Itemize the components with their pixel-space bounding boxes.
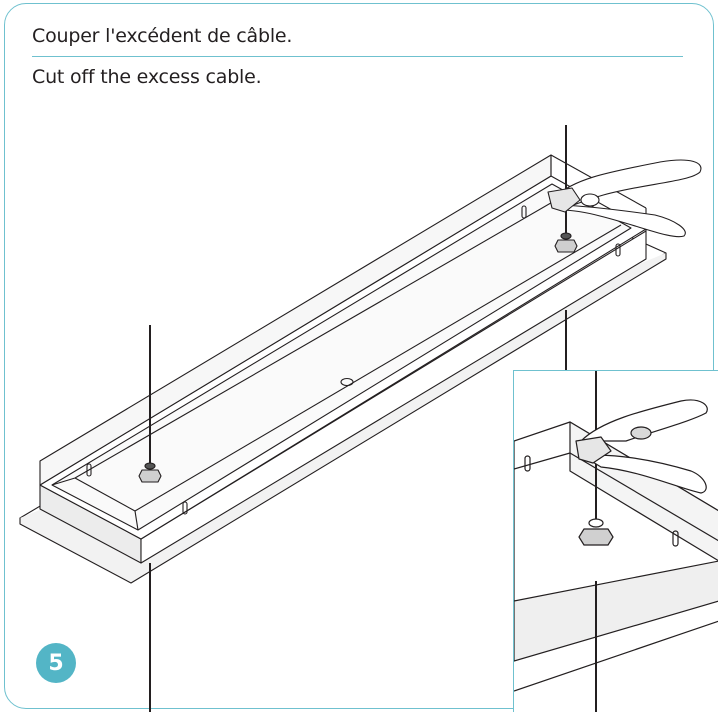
detail-illustration: [514, 371, 718, 712]
instruction-text-en: Cut off the excess cable.: [32, 66, 262, 88]
instruction-text-fr: Couper l'excédent de câble.: [32, 25, 293, 47]
gripper-left: [138, 462, 162, 483]
inset-pliers-icon: [580, 399, 708, 442]
channel-inner: [51, 183, 632, 531]
title-divider: [32, 56, 683, 57]
step-number-badge: 5: [36, 643, 76, 683]
gripper-right: [554, 232, 578, 253]
detail-inset: [513, 370, 718, 712]
inset-gripper: [578, 528, 614, 546]
wire-cutter-pliers-icon: [547, 159, 702, 238]
channel-long-wall: [140, 230, 647, 564]
center-hole: [340, 377, 354, 387]
